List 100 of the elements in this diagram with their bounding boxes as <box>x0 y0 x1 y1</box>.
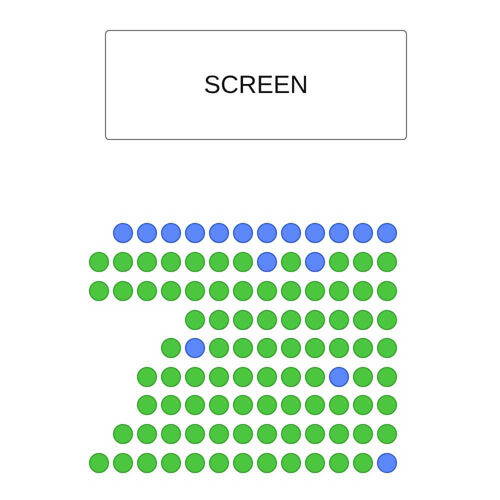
free-seat <box>185 424 205 444</box>
taken-seat <box>185 223 205 243</box>
free-seat <box>137 252 157 272</box>
free-seat <box>377 395 397 415</box>
free-seat <box>113 453 133 473</box>
free-seat <box>209 338 229 358</box>
free-seat <box>233 367 253 387</box>
free-seat <box>257 453 277 473</box>
free-seat <box>305 395 325 415</box>
free-seat <box>137 424 157 444</box>
taken-seat <box>329 223 349 243</box>
free-seat <box>185 281 205 301</box>
free-seat <box>89 252 109 272</box>
free-seat <box>257 281 277 301</box>
free-seat <box>377 367 397 387</box>
free-seat <box>257 367 277 387</box>
free-seat <box>281 310 301 330</box>
free-seat <box>353 367 373 387</box>
taken-seat <box>209 223 229 243</box>
free-seat <box>377 281 397 301</box>
free-seat <box>209 367 229 387</box>
free-seat <box>305 310 325 330</box>
free-seat <box>161 338 181 358</box>
free-seat <box>113 281 133 301</box>
free-seat <box>281 252 301 272</box>
taken-seat <box>353 223 373 243</box>
free-seat <box>257 395 277 415</box>
free-seat <box>89 453 109 473</box>
free-seat <box>161 395 181 415</box>
taken-seat <box>305 223 325 243</box>
free-seat <box>233 252 253 272</box>
taken-seat <box>113 223 133 243</box>
taken-seat <box>281 223 301 243</box>
free-seat <box>89 281 109 301</box>
free-seat <box>233 338 253 358</box>
free-seat <box>209 281 229 301</box>
taken-seat <box>185 338 205 358</box>
free-seat <box>281 424 301 444</box>
free-seat <box>233 395 253 415</box>
free-seat <box>233 424 253 444</box>
free-seat <box>305 281 325 301</box>
free-seat <box>185 310 205 330</box>
free-seat <box>161 252 181 272</box>
free-seat <box>329 281 349 301</box>
free-seat <box>209 310 229 330</box>
free-seat <box>257 310 277 330</box>
free-seat <box>329 252 349 272</box>
free-seat <box>305 367 325 387</box>
free-seat <box>137 281 157 301</box>
screen-panel: SCREEN <box>105 30 407 140</box>
free-seat <box>353 453 373 473</box>
free-seat <box>281 338 301 358</box>
free-seat <box>209 453 229 473</box>
free-seat <box>257 338 277 358</box>
taken-seat <box>377 453 397 473</box>
free-seat <box>113 424 133 444</box>
free-seat <box>329 453 349 473</box>
free-seat <box>161 453 181 473</box>
free-seat <box>377 338 397 358</box>
free-seat <box>281 367 301 387</box>
taken-seat <box>233 223 253 243</box>
free-seat <box>353 310 373 330</box>
free-seat <box>185 252 205 272</box>
free-seat <box>353 338 373 358</box>
free-seat <box>209 252 229 272</box>
free-seat <box>281 395 301 415</box>
free-seat <box>329 310 349 330</box>
free-seat <box>329 424 349 444</box>
free-seat <box>233 310 253 330</box>
free-seat <box>137 453 157 473</box>
free-seat <box>377 424 397 444</box>
free-seat <box>329 395 349 415</box>
free-seat <box>185 367 205 387</box>
free-seat <box>161 367 181 387</box>
free-seat <box>257 424 277 444</box>
taken-seat <box>329 367 349 387</box>
free-seat <box>185 453 205 473</box>
free-seat <box>353 281 373 301</box>
taken-seat <box>305 252 325 272</box>
taken-seat <box>377 223 397 243</box>
free-seat <box>377 310 397 330</box>
free-seat <box>233 453 253 473</box>
free-seat <box>161 281 181 301</box>
free-seat <box>113 252 133 272</box>
free-seat <box>329 338 349 358</box>
free-seat <box>377 252 397 272</box>
taken-seat <box>257 252 277 272</box>
free-seat <box>137 395 157 415</box>
taken-seat <box>137 223 157 243</box>
taken-seat <box>161 223 181 243</box>
free-seat <box>137 367 157 387</box>
free-seat <box>353 252 373 272</box>
free-seat <box>209 395 229 415</box>
free-seat <box>281 281 301 301</box>
free-seat <box>305 453 325 473</box>
free-seat <box>305 424 325 444</box>
free-seat <box>185 395 205 415</box>
free-seat <box>161 424 181 444</box>
free-seat <box>209 424 229 444</box>
free-seat <box>353 424 373 444</box>
